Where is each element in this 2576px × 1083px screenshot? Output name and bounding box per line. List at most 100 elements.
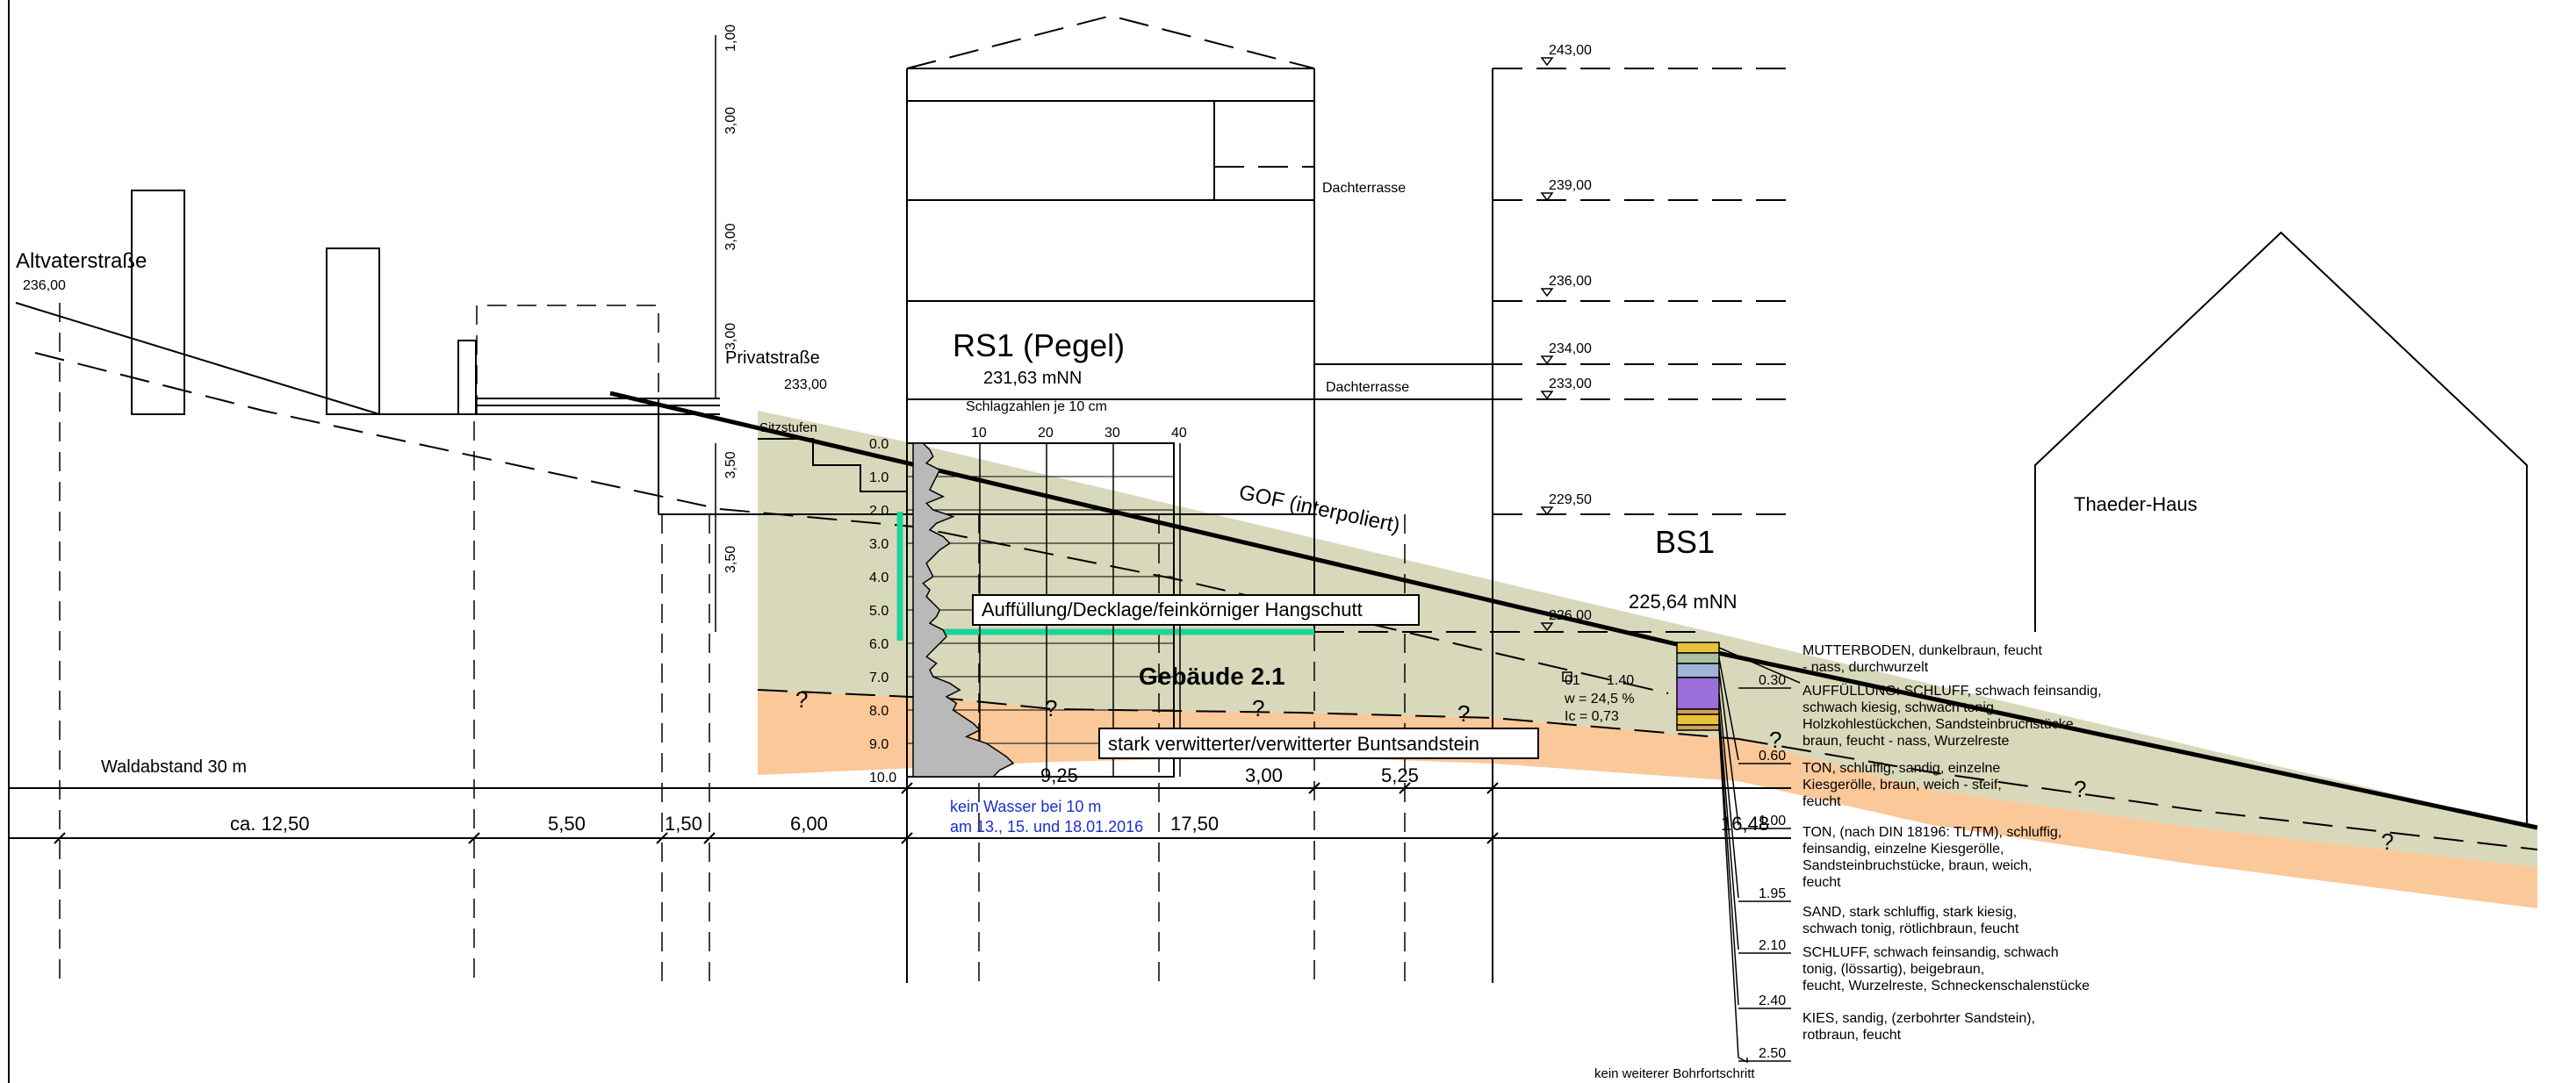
question-mark-1: ? (795, 686, 808, 713)
question-mark-7: ? (2381, 828, 2393, 855)
bs1-elevation: 225,64 mNN (1629, 591, 1738, 613)
bs1-layer-description: TON, schluffig, sandig, einzelne (1802, 761, 2000, 776)
rs1-depth-label: 8.0 (869, 704, 889, 719)
bs1-leader-4 (1718, 692, 1739, 899)
rs1-scale-tick-label: 40 (1171, 426, 1187, 441)
bs1-layer-depth: 2.10 (1759, 938, 1786, 953)
rs1-depth-label: 0.0 (869, 437, 889, 452)
dim-bottom-value: ca. 12,50 (230, 813, 310, 835)
street-elevation: 236,00 (23, 278, 66, 293)
dim-tick-bottom (468, 832, 480, 844)
rs1-depth-label: 1.0 (869, 470, 889, 485)
bs1-layer-description: TON, (nach DIN 18196: TL/TM), schluffig, (1802, 825, 2062, 840)
dim-tick-bottom (656, 832, 668, 844)
height-dim-value: 3,00 (723, 223, 738, 250)
bs1-layer-depth: 2.50 (1759, 1046, 1786, 1061)
ground-surface-right (1672, 641, 2538, 830)
dim-tick-bottom (901, 832, 913, 844)
dim-bottom-value: 16,48 (1721, 813, 1769, 835)
elevation-marker-triangle (1540, 57, 1554, 67)
dachterrasse-label-1: Dachterrasse (1322, 181, 1406, 196)
question-mark-4: ? (1457, 700, 1470, 727)
bs1-leader-5 (1718, 711, 1739, 950)
bs1-leader-1 (1718, 647, 1801, 684)
bs1-layer-kies (1676, 724, 1720, 731)
dim-bottom-value: 5,50 (548, 813, 586, 835)
elevation-marker-value: 233,00 (1549, 377, 1592, 391)
rs1-depth-label: 7.0 (869, 671, 889, 685)
elevation-marker-value: 236,00 (1549, 274, 1592, 289)
elevation-marker-value: 226,00 (1549, 608, 1592, 623)
dim-tick-mid (901, 782, 913, 794)
rs1-depth-label: 5.0 (869, 604, 889, 619)
bs1-leader-end (1738, 1057, 1748, 1064)
auffuellung-label: Auffüllung/Decklage/feinkörniger Hangsch… (982, 599, 1363, 620)
layer-boundary-dashed-right (1738, 738, 2538, 850)
bs1-leader-6 (1718, 719, 1739, 1006)
no-progress-note: kein weiterer Bohrfortschritt (1594, 1066, 1755, 1081)
auffuellung-label-box (972, 594, 1420, 626)
dim-bottom-value: 17,50 (1170, 813, 1219, 835)
bs1-layer-description: MUTTERBODEN, dunkelbraun, feucht (1802, 643, 2043, 658)
elevation-lines (658, 68, 1791, 633)
ground-surface-gof (609, 391, 1673, 646)
rs1-blow-profile (912, 442, 1015, 778)
building-roof-dashed (906, 14, 1315, 69)
bs1-layer-description: AUFFÜLLUNG: SCHLUFF, schwach feinsandig, (1802, 683, 2102, 699)
elevation-marker-value: 239,00 (1549, 178, 1592, 193)
bs1-borehole-column (1562, 642, 1801, 1064)
bs1-water-content: w = 24,5 % (1564, 692, 1635, 706)
elevation-marker-triangle (1540, 622, 1554, 632)
buntsandstein-label: stark verwitterter/verwitterter Buntsand… (1108, 733, 1479, 755)
dim-tick-mid (1399, 782, 1411, 794)
bs1-layer-description: KIES, sandig, (zerbohrter Sandstein), (1802, 1011, 2035, 1026)
dim-ticks (54, 782, 1499, 844)
thaeder-haus-label: Thaeder-Haus (2074, 493, 2198, 515)
bs1-layer-sand (1676, 708, 1720, 715)
bs1-sample-depth: 1.40 (1607, 673, 1634, 688)
elevation-marker-value: 229,50 (1549, 492, 1592, 507)
dim-mid-value: 3,00 (1245, 764, 1283, 786)
sitzstufen-label: Sitzstufen (759, 420, 817, 435)
bs1-layer-description: feinsandig, einzelne Kiesgerölle, (1802, 842, 2004, 857)
bs1-layer-description: feucht (1802, 875, 1841, 890)
bs1-layer-auffuellung (1676, 652, 1720, 664)
dim-tick-bottom (703, 832, 716, 844)
rs1-scale-tick-label: 30 (1105, 426, 1120, 441)
water-note-line-1: kein Wasser bei 10 m (950, 798, 1101, 815)
rs1-elevation: 231,63 mNN (983, 369, 1082, 388)
bs1-layer-ton-1 (1676, 663, 1720, 678)
height-dim-value: 3,00 (723, 323, 738, 350)
question-mark-3: ? (1252, 695, 1264, 721)
height-dim-value: 3,50 (723, 451, 738, 478)
elevation-marker-value: 234,00 (1549, 341, 1592, 356)
bs1-layer-description: tonig, (lössartig), beigebraun, (1802, 962, 1984, 977)
bs1-leader-2 (1718, 657, 1739, 761)
question-mark-5: ? (1769, 727, 1781, 753)
water-note-line-2: am 13., 15. und 18.01.2016 (950, 818, 1143, 836)
terrain-line-street (15, 302, 720, 415)
thaeder-haus-outline (2034, 231, 2528, 828)
dim-mid-value: 9,25 (1040, 764, 1078, 786)
bs1-consistency-index: Ic = 0,73 (1565, 709, 1619, 724)
rs1-depth-label: 2.0 (869, 504, 889, 519)
bs1-layer-ton-2 (1676, 677, 1720, 710)
dim-tick-bottom (1486, 832, 1499, 844)
bs1-title: BS1 (1655, 524, 1715, 560)
dim-tick-bottom (54, 832, 66, 844)
question-mark-6: ? (2074, 776, 2086, 802)
elevation-marker-triangle (1540, 192, 1554, 202)
bs1-layer-schluff (1676, 714, 1720, 726)
elevation-marker-triangle (1540, 355, 1554, 365)
height-dim-value: 3,50 (723, 546, 738, 573)
rs1-depth-label: 4.0 (869, 570, 889, 585)
rs1-depth-label: 10.0 (869, 771, 896, 785)
building-outline-2 (326, 247, 380, 415)
rs1-scale-tick-label: 20 (1038, 426, 1054, 441)
bs1-layer-description: braun, feucht - nass, Wurzelreste (1802, 734, 2009, 749)
rs1-scale-caption: Schlagzahlen je 10 cm (966, 399, 1107, 414)
